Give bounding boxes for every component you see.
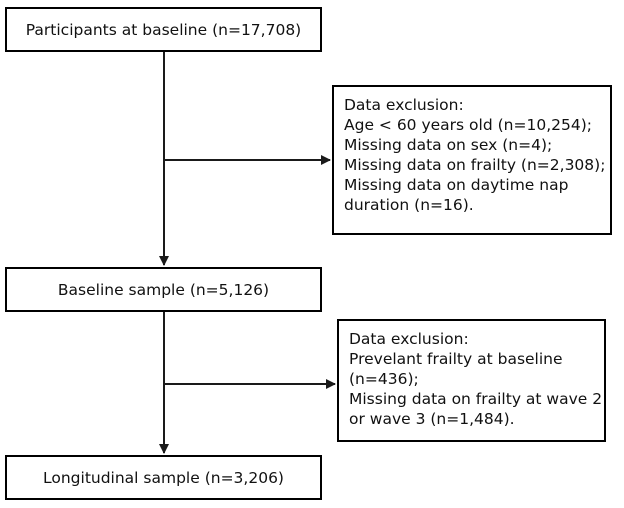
longitudinal-sample-label: Longitudinal sample (n=3,206) bbox=[43, 468, 284, 487]
exclusion-1-line: Age < 60 years old (n=10,254); bbox=[344, 116, 592, 134]
longitudinal-sample-box: Longitudinal sample (n=3,206) bbox=[5, 455, 322, 500]
exclusion-2-line: (n=436); bbox=[349, 370, 419, 388]
exclusion-1-line: duration (n=16). bbox=[344, 196, 474, 214]
exclusion-2-line: Missing data on frailty at wave 2 bbox=[349, 390, 603, 408]
exclusion-1-line: Missing data on sex (n=4); bbox=[344, 136, 553, 154]
exclusion-1-heading: Data exclusion: bbox=[344, 96, 464, 114]
exclusion-2-heading: Data exclusion: bbox=[349, 330, 469, 348]
baseline-sample-box: Baseline sample (n=5,126) bbox=[5, 267, 322, 312]
exclusion-2-line: or wave 3 (n=1,484). bbox=[349, 410, 515, 428]
participants-baseline-box: Participants at baseline (n=17,708) bbox=[5, 7, 322, 52]
participants-baseline-label: Participants at baseline (n=17,708) bbox=[25, 20, 302, 39]
baseline-sample-label: Baseline sample (n=5,126) bbox=[57, 280, 270, 299]
exclusion-1-line: Missing data on frailty (n=2,308); bbox=[344, 156, 606, 174]
exclusion-box-1: Data exclusion: Age < 60 years old (n=10… bbox=[332, 85, 612, 235]
exclusion-1-line: Missing data on daytime nap bbox=[344, 176, 569, 194]
exclusion-box-2: Data exclusion: Prevelant frailty at bas… bbox=[337, 319, 606, 442]
exclusion-2-line: Prevelant frailty at baseline bbox=[349, 350, 563, 368]
